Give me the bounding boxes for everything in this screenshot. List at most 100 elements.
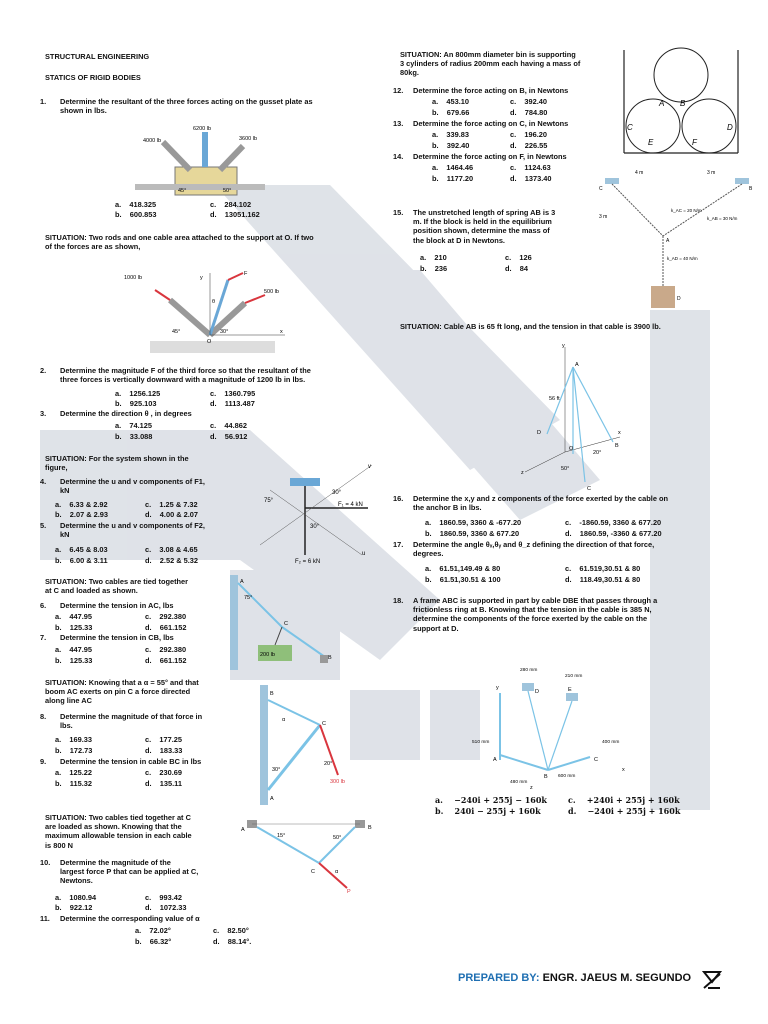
q3-option-c: c. 44.862 [210, 421, 247, 430]
fig-label: 50° [223, 188, 231, 194]
fig-label: C [594, 757, 598, 763]
fig-label: x [618, 430, 621, 436]
q17-option-b: b. 61.51,30.51 & 100 [425, 575, 501, 584]
fig-label: 510 mm [472, 739, 489, 745]
fig-label: v [368, 464, 371, 470]
q14-option-a: a. 1464.46 [432, 163, 474, 172]
q16-option-a: a. 1860.59, 3360 & -677.20 [425, 518, 522, 527]
sit4-figure: B A C α 30° 20° 300 lb [260, 685, 345, 805]
q15-option-d: d. 84 [505, 264, 529, 273]
q7-option-d: d. 661.152 [145, 656, 187, 665]
q8-option-d: d. 183.33 [145, 746, 183, 755]
fig-label: 210 mm [565, 673, 582, 679]
q17-option-c: c. 61.519,30.51 & 80 [565, 564, 641, 573]
fig-label: 50° [333, 835, 341, 841]
q10-option-b: b. 922.12 [55, 903, 93, 912]
fig-label: B [544, 774, 548, 780]
prepared-by-label: PREPARED BY: [458, 972, 540, 984]
q3-option-d: d. 56.912 [210, 432, 248, 441]
fig-label: C [599, 186, 603, 192]
fig-label: B [749, 186, 753, 192]
q14-option-c: c. 1124.63 [510, 163, 551, 172]
fig-label: 280 mm [520, 667, 537, 673]
q18-option-d: d. −240i + 255j + 160k [568, 806, 681, 816]
q15-option-a: a. 210 [420, 253, 447, 262]
fig-label: A [575, 362, 579, 368]
fig-label: 1000 lb [124, 275, 142, 281]
q7-option-a: a. 447.95 [55, 645, 92, 654]
q11-option-c: c. 82.50° [213, 926, 249, 935]
fig-label: y [496, 685, 499, 691]
q10-option-d: d. 1072.33 [145, 903, 187, 912]
fig-label: B [270, 691, 274, 697]
fig-label: 400 mm [602, 739, 619, 745]
q16-option-c: c. -1860.59, 3360 & 677.20 [565, 518, 662, 527]
q8-option-c: c. 177.25 [145, 735, 182, 744]
q15-option-b: b. 236 [420, 264, 448, 273]
q6-option-b: b. 125.33 [55, 623, 93, 632]
fig-label: A [658, 99, 664, 108]
fig-label: E [568, 687, 572, 693]
q13-text: 13.Determine the force acting on C, in N… [393, 119, 569, 128]
fig-label: F [244, 271, 248, 277]
fig-label: z [530, 785, 533, 790]
q18-text: 18.A frame ABC is supported in part by c… [393, 596, 658, 633]
q5-option-c: c. 3.08 & 4.65 [145, 545, 198, 554]
q4-option-d: d. 4.00 & 2.07 [145, 510, 199, 519]
fig-label: k_AB = 30 N/m [707, 216, 738, 221]
situation-5: SITUATION: Two cables tied together at C… [45, 813, 192, 850]
fig-label: z [521, 470, 524, 476]
q1-option-b: b. 600.853 [115, 210, 157, 219]
fig-label: 3 m [599, 214, 607, 220]
q7-option-c: c. 292.380 [145, 645, 187, 654]
q14-option-d: d. 1373.40 [510, 174, 552, 183]
fig-label: 4 m [635, 170, 643, 176]
q12-text: 12.Determine the force acting on B, in N… [393, 86, 569, 95]
q4-text: 4.Determine the u and v components of F1… [40, 477, 205, 496]
q14-text: 14.Determine the force acting on F, in N… [393, 152, 567, 161]
topic-heading: STATICS OF RIGID BODIES [45, 73, 141, 82]
q12-option-a: a. 453.10 [432, 97, 469, 106]
fig-label: x [280, 329, 283, 335]
fig-label: y [562, 343, 565, 349]
q17-text: 17.Determine the angle θₓ,θᵧ and θ_z def… [393, 540, 655, 559]
fig-label: A [240, 579, 244, 585]
q8-text: 8.Determine the magnitude of that force … [40, 712, 203, 731]
fig-label: 30° [272, 767, 280, 773]
q2-option-a: a. 1256.125 [115, 389, 161, 398]
fig-label: 480 mm [510, 779, 527, 785]
q6-option-a: a. 447.95 [55, 612, 92, 621]
q4-option-b: b. 2.07 & 2.93 [55, 510, 109, 519]
q18-option-c: c. +240i + 255j + 160k [568, 795, 680, 805]
q14-option-b: b. 1177.20 [432, 174, 474, 183]
q18-figure: 280 mm 210 mm 510 mm 400 mm 480 mm 600 m… [472, 667, 625, 790]
author-logo-icon [702, 971, 722, 989]
fig-label: A [493, 757, 497, 763]
sit6-figure: A B C D E F [623, 47, 739, 154]
q15-text: 15.The unstretched length of spring AB i… [393, 208, 556, 245]
subject-heading: STRUCTURAL ENGINEERING [45, 52, 150, 61]
q1-option-a: a. 418.325 [115, 200, 157, 209]
q9-option-d: d. 135.11 [145, 779, 182, 788]
fig-label: x [622, 767, 625, 773]
q15-figure: 3 m 4 m 3 m k_AC = 20 N/m k_AB = 30 N/m … [599, 170, 753, 308]
fig-label: A [270, 796, 274, 802]
fig-label: B [328, 655, 332, 661]
fig-label: 600 mm [558, 773, 575, 779]
q2-option-c: c. 1360.795 [210, 389, 256, 398]
fig-label: D [537, 430, 541, 436]
fig-label: 200 lb [260, 652, 275, 658]
fig-label: 20° [324, 761, 332, 767]
sit7-figure: y A B C D O z x 56 ft 20° 50° [521, 343, 621, 492]
fig-label: 45° [178, 188, 186, 194]
fig-label: 300 lb [330, 779, 345, 785]
q16-option-b: b. 1860.59, 3360 & 677.20 [425, 529, 520, 538]
q9-option-c: c. 230.69 [145, 768, 182, 777]
fig-label: u [362, 551, 365, 557]
q9-text: 9.Determine the tension in cable BC in l… [40, 757, 202, 766]
fig-label: y [200, 275, 203, 281]
q11-option-a: a. 72.02° [135, 926, 171, 935]
fig-label: D [677, 296, 681, 302]
